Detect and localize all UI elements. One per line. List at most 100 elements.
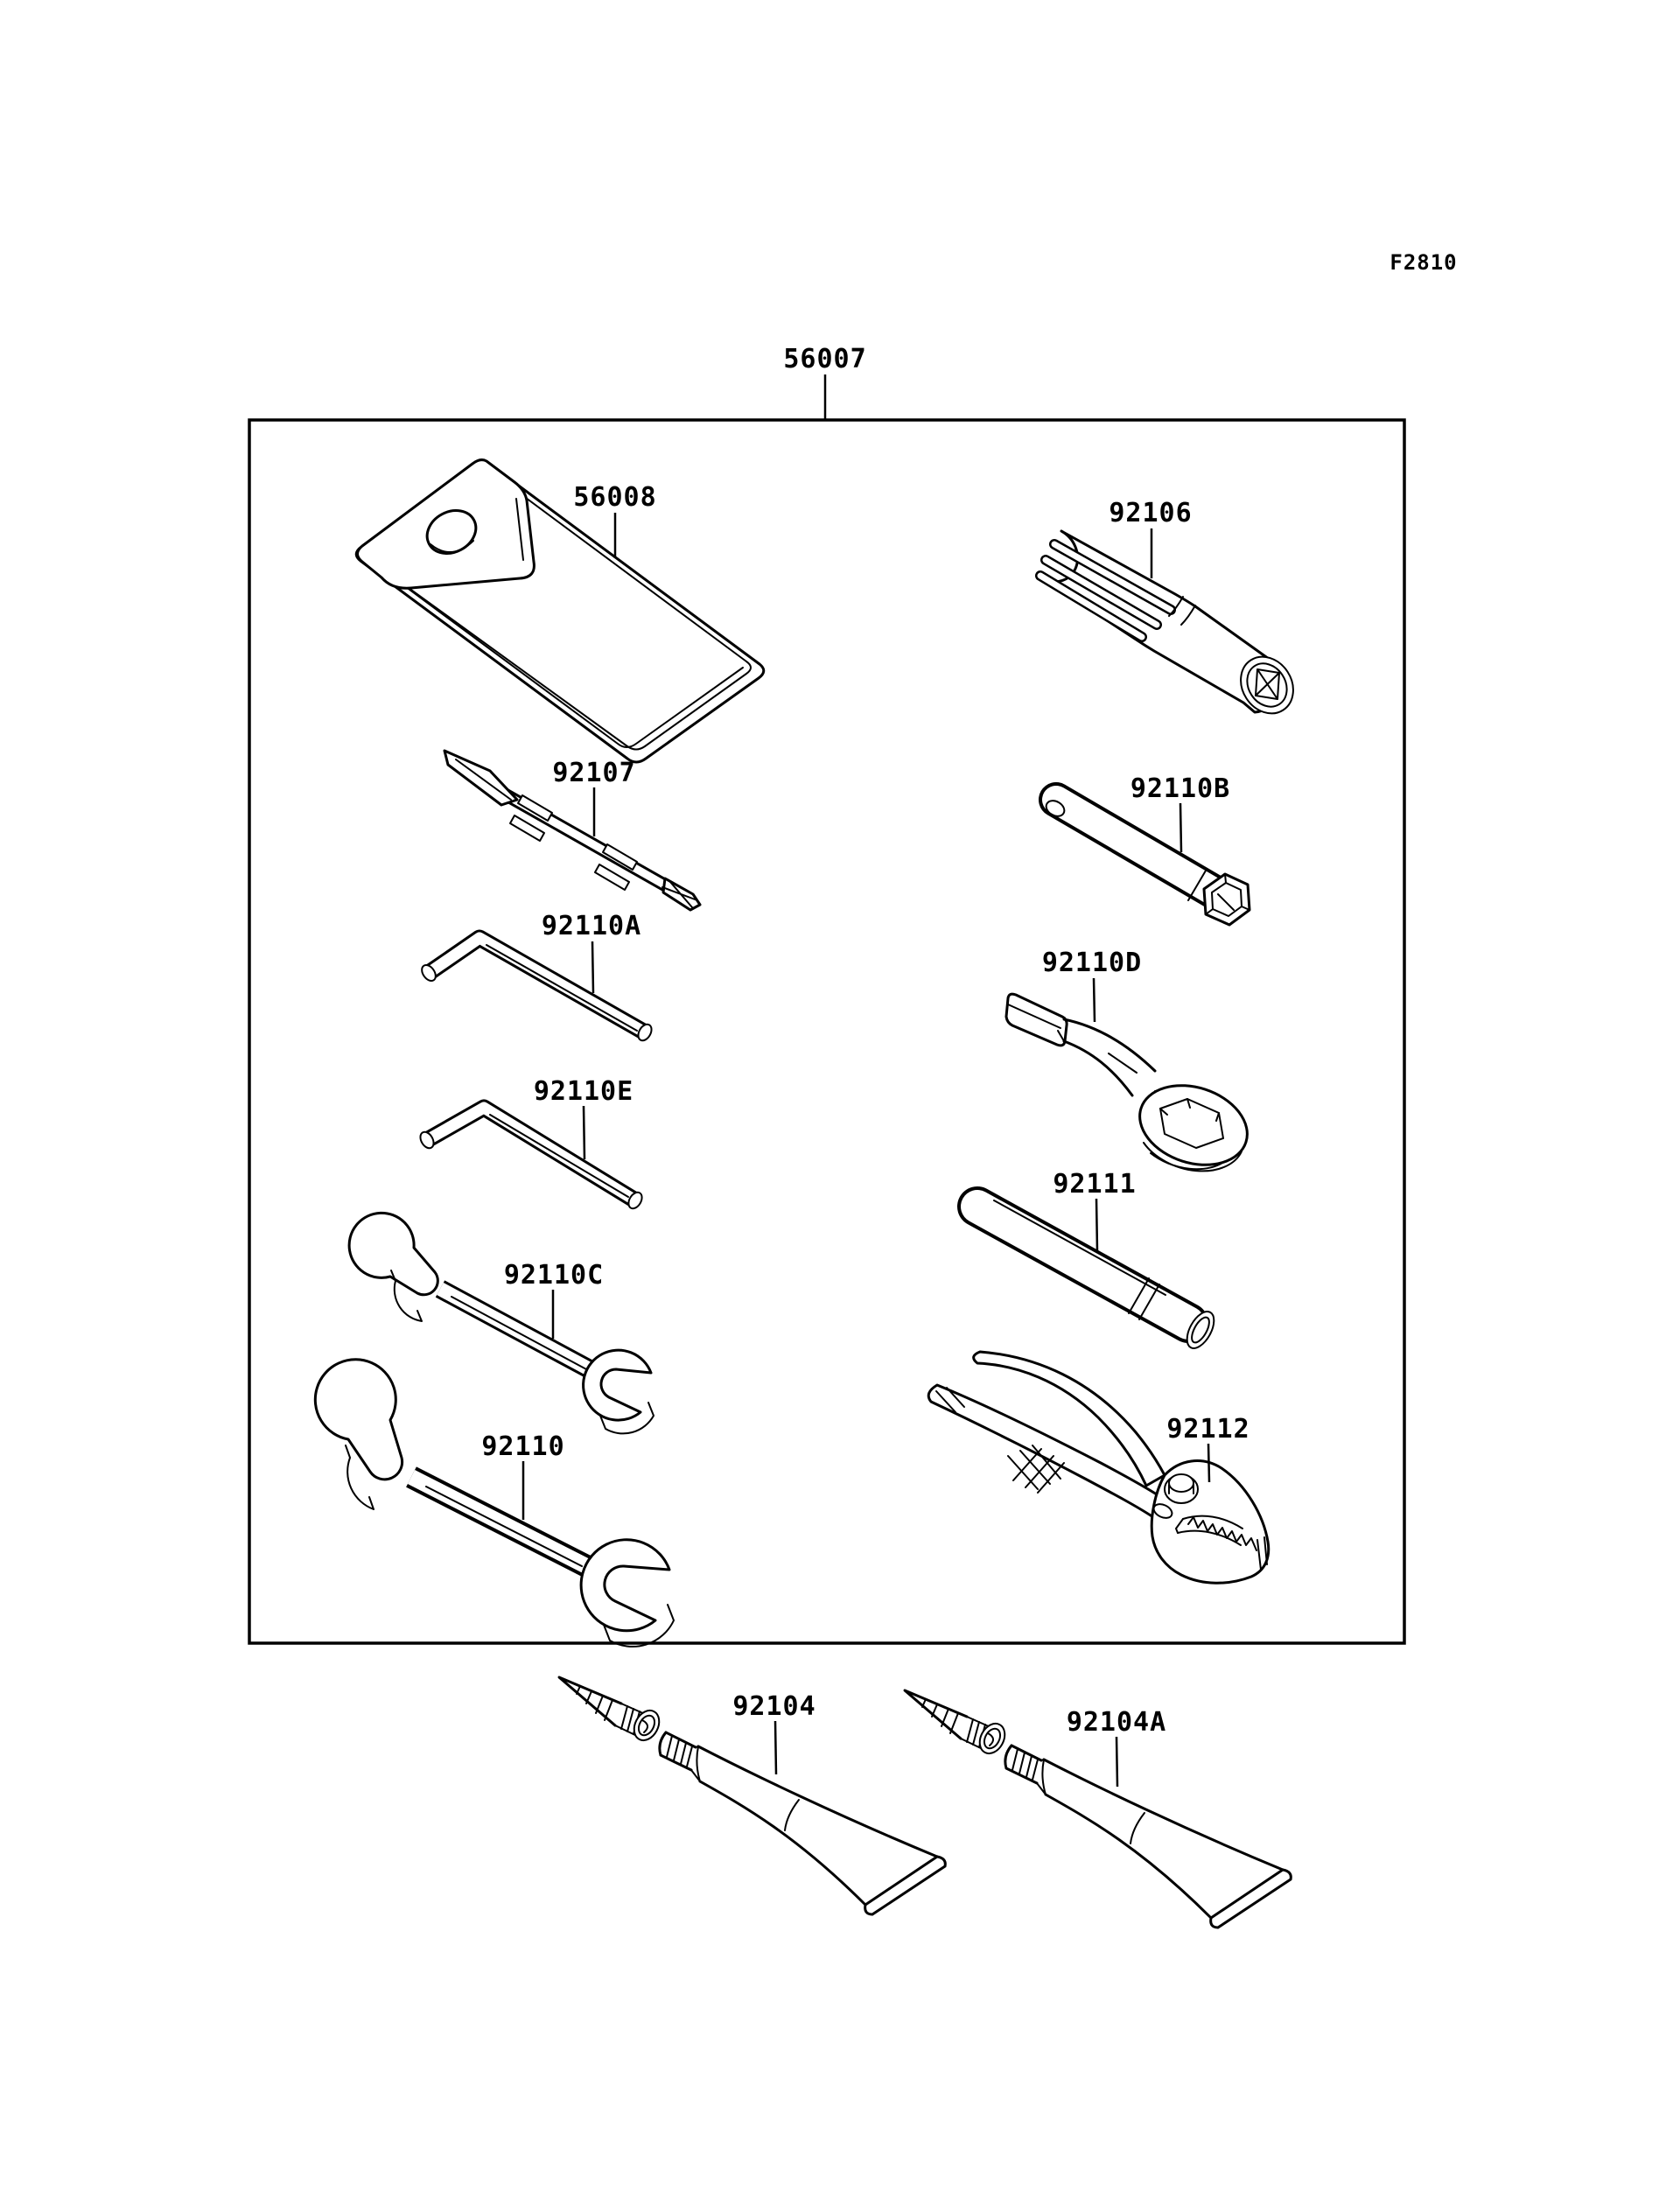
part-labels: 56007 56008 92106 92107 92110B 92110A 92…: [481, 344, 1250, 1738]
wrench-c-head-left: [347, 1211, 439, 1297]
socket-hex-depth-lines: [1205, 873, 1250, 915]
leader-92104A: [1115, 1736, 1119, 1788]
hexkey-a-end-face-long: [637, 1023, 653, 1042]
tool-92107-screwdriver-bit: [443, 749, 702, 912]
part-label-92106: 92106: [1109, 498, 1192, 528]
ringwrench-handle-upper-edge: [1062, 1018, 1157, 1073]
wrench-c-shaft-inner: [437, 1282, 603, 1382]
tool-92110A-hex-key: [421, 929, 653, 1042]
socket-tube-inner: [1042, 786, 1226, 905]
groove-1-inner: [1051, 541, 1174, 613]
tool-56008-tool-bag: [354, 458, 766, 764]
pliers-teeth-serration: [1187, 1516, 1257, 1551]
bit-hex-collar-2b: [594, 864, 630, 891]
pliers-jaw-notch: [1175, 1518, 1184, 1534]
wrench-head-right: [579, 1538, 671, 1633]
hexkey-a-end-face-short: [421, 963, 437, 983]
pliers-jaw-lower-line: [1177, 1529, 1242, 1546]
holder-mouth-outer: [1186, 1311, 1215, 1349]
holder-body-inner: [961, 1190, 1205, 1340]
hexkey-a-inner: [425, 932, 648, 1038]
tool-92110-open-end-wrench: [313, 1358, 675, 1648]
holder-seam-line: [993, 1200, 1166, 1296]
hexkey-e-facet-line: [489, 1114, 629, 1198]
wrench-head-right-thickness: [603, 1604, 675, 1648]
hexkey-e-inner: [424, 1102, 639, 1206]
leader-92112: [1207, 1443, 1211, 1483]
part-label-92110A: 92110A: [542, 911, 641, 941]
hexkey-a-facet-line: [486, 944, 638, 1032]
leader-92110B: [1179, 802, 1183, 853]
tool-92110E-hex-key: [419, 1099, 643, 1210]
holder-mouth-inner: [1191, 1316, 1210, 1344]
part-label-56008: 56008: [573, 482, 656, 513]
tool-92110D-ring-wrench: [1004, 992, 1249, 1172]
wrench-c-head-right: [582, 1348, 653, 1422]
bit-phillips-flutes: [662, 881, 698, 908]
part-label-92110: 92110: [481, 1431, 564, 1462]
wrench-shaft-ridge: [425, 1486, 583, 1567]
wrench-c-head-right-thickness: [599, 1402, 654, 1435]
wrench-c-head-left-thickness: [390, 1270, 423, 1322]
pouch-flap-edge-line: [515, 498, 524, 561]
bit-hex-collar-2a: [602, 843, 638, 871]
driver-neck-bands: [1168, 596, 1196, 626]
pliers-grip-crosshatch: [1007, 1445, 1065, 1494]
bit-hex-collar-1a: [517, 794, 553, 822]
leader-92104: [774, 1720, 778, 1775]
leader-92111: [1095, 1198, 1099, 1252]
socket-collar-step: [1187, 870, 1207, 901]
figure-code: F2810: [1390, 250, 1457, 275]
hexkey-e-end-face-short: [419, 1130, 435, 1150]
pliers-upper-handle: [972, 1350, 1166, 1487]
part-label-56007: 56007: [783, 344, 866, 374]
part-label-92104A: 92104A: [1067, 1707, 1166, 1738]
leader-92110D: [1092, 977, 1096, 1023]
tool-92111-holder-sleeve: [957, 1186, 1215, 1349]
socket-tommy-bar-hole: [1045, 800, 1066, 817]
ringwrench-handle-step: [1057, 1030, 1065, 1042]
tool-92106-driver-handle: [1035, 529, 1294, 715]
tool-kit-box: [248, 418, 1406, 1645]
ringwrench-tab: [1004, 992, 1068, 1047]
part-label-92110B: 92110B: [1130, 773, 1230, 804]
pliers-joint-slot: [1152, 1503, 1173, 1519]
pliers-lower-handle: [927, 1383, 1164, 1519]
part-label-92110D: 92110D: [1042, 948, 1142, 978]
holder-band-lines: [1128, 1277, 1160, 1320]
driver-ferrule-inner-rim: [1246, 662, 1288, 708]
wrench-c-shaft-ridge: [451, 1296, 589, 1371]
pliers-tip-hatch: [935, 1387, 965, 1413]
groove-3-inner: [1037, 572, 1145, 640]
hexkey-e-end-face-long: [627, 1191, 643, 1210]
pouch-thickness-line: [374, 563, 744, 748]
driver-square-socket: [1255, 668, 1280, 700]
wrench-shaft-inner: [407, 1469, 599, 1578]
part-label-92104: 92104: [732, 1691, 816, 1722]
pliers-pivot-bolt-head: [1168, 1473, 1194, 1493]
pliers-jaw-upper-line: [1182, 1515, 1243, 1529]
ringwrench-handle-lower-edge: [1062, 1039, 1134, 1097]
pliers-head-thickness-lines: [1256, 1536, 1268, 1571]
tool-92110C-open-end-wrench: [347, 1211, 654, 1435]
socket-hex-face: [1202, 872, 1251, 927]
tool-92110B-socket-wrench: [1039, 782, 1251, 927]
driver-grip-grooves: [1035, 539, 1176, 642]
pliers-pivot-sides: [1168, 1484, 1194, 1494]
wrench-head-left: [313, 1358, 404, 1481]
bit-hex-collar-1b: [509, 815, 545, 842]
part-label-92112: 92112: [1166, 1414, 1250, 1445]
leader-92110A: [591, 941, 595, 994]
part-label-92110C: 92110C: [504, 1260, 604, 1291]
wrench-head-left-thickness: [345, 1445, 374, 1510]
bit-blade-bevel: [455, 759, 512, 801]
part-label-92111: 92111: [1053, 1169, 1136, 1200]
ringwrench-hex-depth-lines: [1159, 1098, 1220, 1122]
part-label-92110E: 92110E: [534, 1076, 634, 1107]
groove-2-inner: [1042, 556, 1160, 628]
leader-lines: [522, 374, 1211, 1788]
socket-hex-inner: [1211, 882, 1242, 917]
